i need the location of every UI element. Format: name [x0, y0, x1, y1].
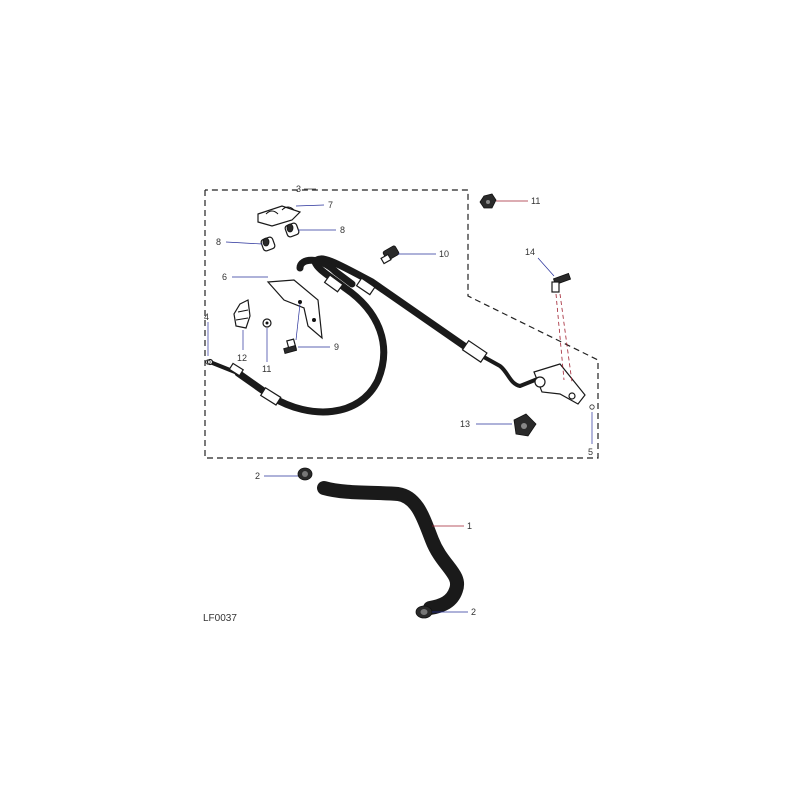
callout-8-right: 8 [340, 225, 345, 235]
callout-13: 13 [460, 419, 470, 429]
diagram-reference-code: LF0037 [203, 613, 237, 624]
callout-5: 5 [588, 447, 593, 457]
callout-7: 7 [328, 200, 333, 210]
callout-3: 3 [296, 184, 301, 194]
callout-12: 12 [237, 353, 247, 363]
callout-9: 9 [334, 342, 339, 352]
return-hose [317, 481, 465, 615]
bolt-short [283, 338, 298, 354]
clamp-plate [257, 205, 302, 227]
callout-6: 6 [222, 272, 227, 282]
callout-4: 4 [204, 312, 209, 322]
callout-8-left: 8 [216, 237, 221, 247]
callout-14: 14 [525, 247, 535, 257]
hose-clip-upper [297, 467, 313, 481]
callout-10: 10 [439, 249, 449, 259]
callout-11-top: 11 [531, 196, 540, 206]
grommet-left [260, 236, 276, 252]
callout-11-lower: 11 [262, 364, 271, 374]
leader-lines [207, 188, 593, 613]
nut-small [262, 318, 272, 328]
inline-connector [380, 245, 400, 265]
marker-ring-4 [205, 359, 211, 365]
valve-cap [513, 413, 537, 437]
callout-2-upper: 2 [255, 471, 260, 481]
marker-ring-5 [589, 404, 595, 410]
grommet-right [284, 222, 300, 238]
pressure-hose-assembly [206, 255, 586, 416]
hose-clip-lower [415, 605, 433, 619]
assembly-guide-line [559, 293, 573, 383]
retainer-clip [233, 299, 251, 329]
nut-top [479, 193, 497, 209]
mounting-bracket [266, 279, 323, 340]
callout-1: 1 [467, 521, 472, 531]
bolt-long [551, 272, 572, 293]
callout-2-lower: 2 [471, 607, 476, 617]
